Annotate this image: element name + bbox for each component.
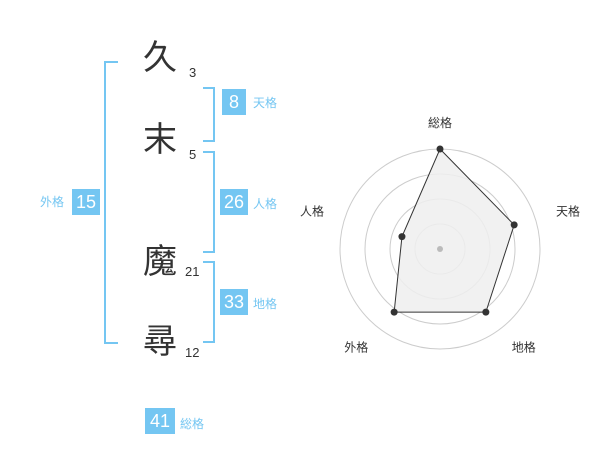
- soukaku-value: 41: [145, 408, 175, 434]
- jinkaku-value: 26: [220, 189, 248, 215]
- stroke-count-3: 21: [185, 264, 200, 279]
- gaikaku-label: 外格: [40, 195, 65, 209]
- soukaku-label: 総格: [180, 417, 205, 431]
- jinkaku-label: 人格: [253, 197, 278, 211]
- gaikaku-bracket: [104, 61, 118, 344]
- chikaku-bracket: [203, 261, 215, 343]
- name-char-3: 魔: [143, 242, 177, 282]
- radar-points: [390, 145, 518, 316]
- radar-point-3: [482, 308, 490, 316]
- tenkaku-label: 天格: [253, 96, 278, 110]
- radar-polygon: [393, 148, 515, 313]
- gaikaku-value: 15: [72, 189, 100, 215]
- chikaku-value: 33: [220, 289, 248, 315]
- stroke-count-2: 5: [189, 147, 197, 162]
- radar-label-5: 人格: [300, 203, 324, 218]
- radar-label-2: 天格: [556, 203, 580, 218]
- radar-point-4: [390, 308, 398, 316]
- radar-center-dot: [437, 246, 443, 252]
- name-char-4: 尋: [143, 322, 177, 362]
- stroke-count-4: 12: [185, 345, 200, 360]
- radar-label-3: 地格: [512, 340, 536, 355]
- radar-point-1: [436, 145, 444, 153]
- jinkaku-bracket: [203, 151, 215, 253]
- tenkaku-bracket: [203, 87, 215, 142]
- name-char-2: 末: [143, 120, 177, 160]
- tenkaku-value: 8: [222, 89, 246, 115]
- stroke-count-1: 3: [189, 65, 197, 80]
- radar-label-4: 外格: [344, 340, 368, 355]
- chikaku-label: 地格: [253, 297, 278, 311]
- radar-point-5: [398, 233, 406, 241]
- radar-point-2: [510, 221, 518, 229]
- name-char-1: 久: [143, 38, 177, 78]
- radar-label-1: 総格: [428, 115, 452, 130]
